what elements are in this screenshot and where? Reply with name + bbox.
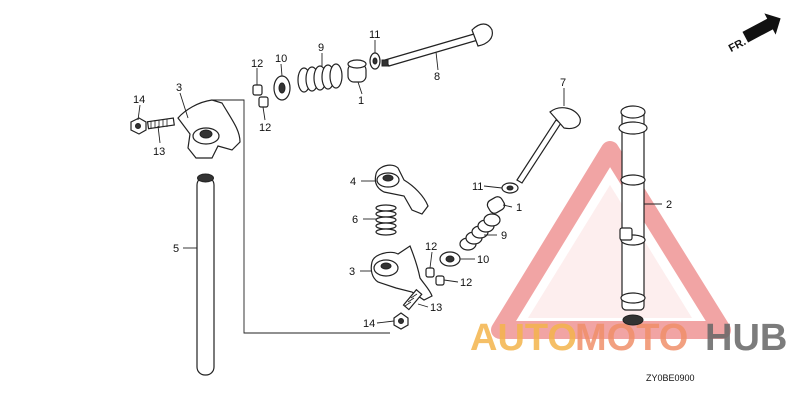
callout-6: 6 (352, 214, 358, 226)
callout-11-lower: 11 (472, 181, 483, 193)
leader-lines (137, 40, 662, 324)
callout-10-top: 10 (275, 53, 287, 65)
part-13-adjust-screw-top (146, 117, 175, 130)
part-10-retainer-lower (439, 251, 461, 267)
callout-12-lower-a: 12 (425, 241, 437, 253)
callout-1-top: 1 (358, 95, 364, 107)
callout-11-top: 11 (369, 29, 380, 41)
part-9-valve-spring-lower (459, 213, 501, 251)
callout-9-lower: 9 (501, 230, 507, 242)
part-11-washer-lower (501, 182, 519, 194)
callout-7: 7 (560, 77, 566, 89)
front-direction-arrow (742, 13, 781, 43)
part-12-cotter-top-b (258, 96, 269, 108)
callout-3-lower: 3 (349, 266, 355, 278)
callout-1-lower: 1 (516, 202, 522, 214)
part-1-stem-seal-lower (486, 196, 506, 214)
part-14-nut-top (130, 117, 147, 135)
callout-13-top: 13 (153, 146, 165, 158)
part-12-cotter-top-a (252, 84, 263, 96)
callout-12-top-b: 12 (259, 122, 271, 134)
part-7-valve (516, 107, 581, 184)
callout-5: 5 (173, 243, 179, 255)
callout-8: 8 (434, 71, 440, 83)
part-12-cotter-lower-a (425, 267, 435, 278)
callout-10-lower: 10 (477, 254, 489, 266)
watermark-triangle (491, 141, 731, 339)
callout-4: 4 (350, 176, 356, 188)
watermark-auto: AUTO (470, 317, 577, 359)
callout-14-lower: 14 (363, 318, 375, 330)
part-14-nut-lower (393, 312, 409, 330)
callout-12-lower-b: 12 (460, 277, 472, 289)
part-11-washer-top (369, 52, 381, 70)
callout-9-top: 9 (318, 42, 324, 54)
part-2-camshaft (618, 105, 648, 326)
callout-14-top: 14 (133, 94, 145, 106)
part-6-spring (375, 204, 397, 236)
callout-2: 2 (666, 199, 672, 211)
callout-numbers: 14 13 3 5 12 12 10 9 1 11 8 7 4 6 3 11 1… (133, 29, 672, 330)
part-5-push-rod (196, 173, 215, 376)
part-1-stem-seal-top (347, 59, 367, 83)
callout-13-lower: 13 (430, 302, 442, 314)
part-12-cotter-lower-b (435, 275, 445, 286)
part-13-adjust-screw-lower (402, 288, 423, 311)
part-10-retainer-top (273, 75, 291, 101)
part-8-valve (381, 23, 493, 67)
front-label: FR. (727, 36, 748, 55)
part-4-rocker-arm (374, 164, 429, 215)
callout-12-top-a: 12 (251, 58, 263, 70)
part-3-rocker-arm-lower (370, 245, 433, 301)
part-9-valve-spring-top (297, 63, 343, 93)
part-3-rocker-arm-top (177, 99, 241, 159)
assembly-bracket-line (212, 99, 390, 334)
diagram-code: ZY0BE0900 (646, 373, 695, 383)
watermark-hub: HUB (705, 317, 787, 359)
callout-3-top: 3 (176, 82, 182, 94)
